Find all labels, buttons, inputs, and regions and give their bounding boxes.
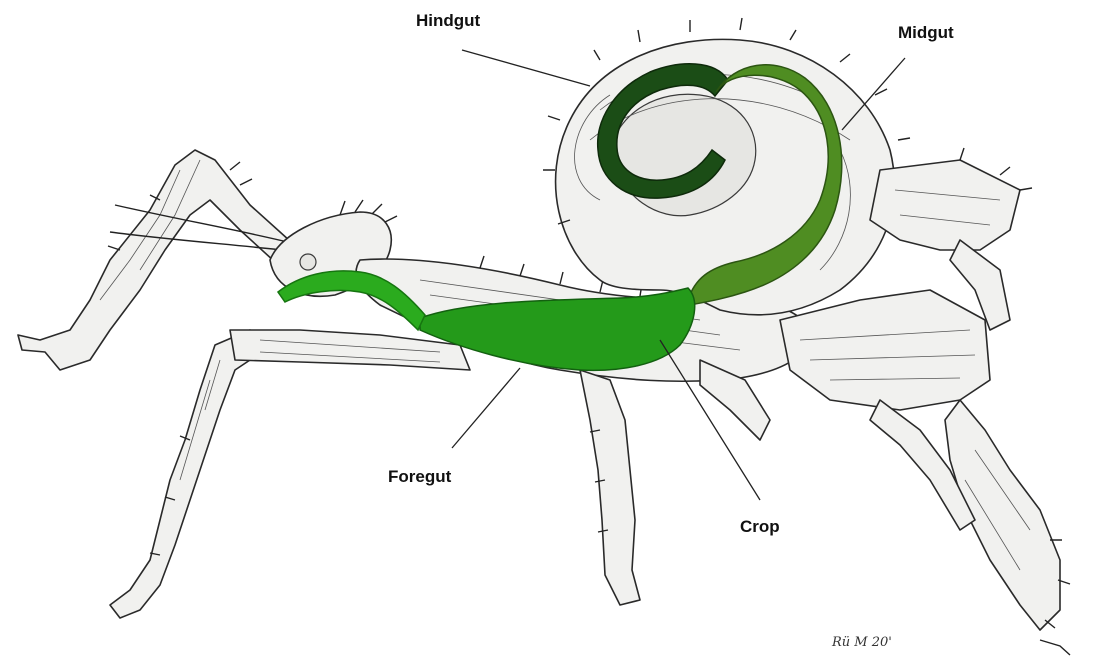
hind-leg bbox=[780, 290, 990, 410]
label-hindgut: Hindgut bbox=[416, 11, 481, 30]
mid-left-leg bbox=[110, 330, 265, 618]
middle-leg bbox=[580, 370, 640, 605]
label-midgut: Midgut bbox=[898, 23, 954, 42]
right-leaf-leg bbox=[870, 160, 1020, 250]
label-foregut: Foregut bbox=[388, 467, 452, 486]
hindgut-leader bbox=[462, 50, 590, 86]
label-crop: Crop bbox=[740, 517, 780, 536]
foregut-leader bbox=[452, 368, 520, 448]
artist-signature: Rü M 20' bbox=[831, 635, 892, 650]
